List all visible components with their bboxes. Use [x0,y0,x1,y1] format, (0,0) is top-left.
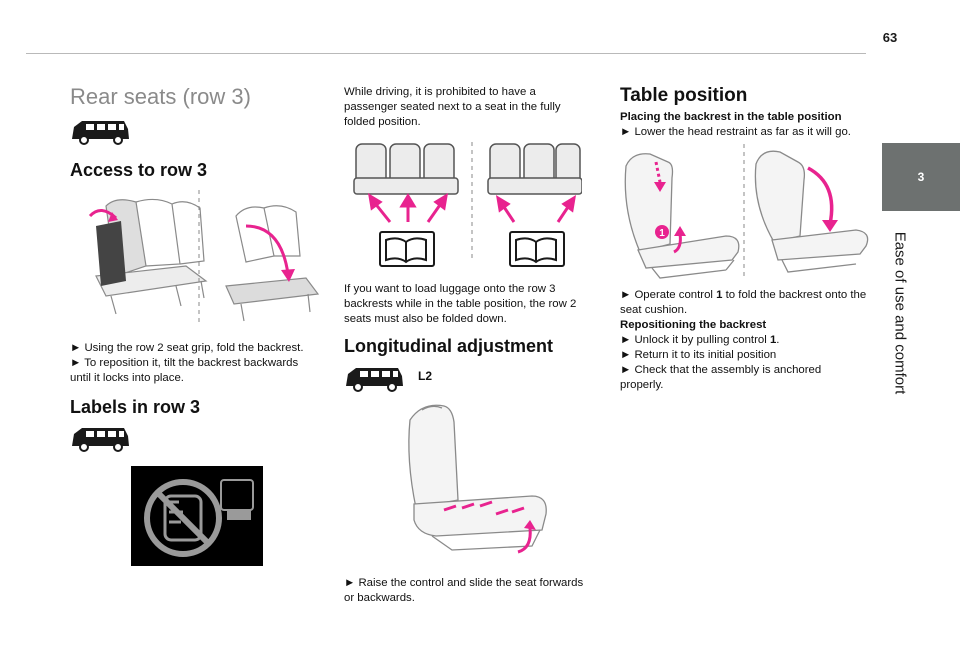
unlock-control: 1 [769,334,777,346]
placing-heading: Placing the backrest in the table positi… [620,111,842,123]
chapter-label: Ease of use and comfort [888,218,912,408]
longitudinal-heading: Longitudinal adjustment [344,336,553,356]
van-icon [72,121,129,145]
access-row3-illustration [88,190,320,326]
control-callout-1: 1 [659,228,665,239]
operate-control: 1 [716,289,723,301]
chapter-label-text: Ease of use and comfort [891,231,909,395]
seat-slide-illustration [408,404,547,554]
chapter-tab[interactable]: 3 [882,143,960,211]
access-heading: Access to row 3 [70,160,208,180]
placing-step-1: ► Lower the head restraint as far as it … [620,126,851,138]
operate-prefix: ► Operate control [620,289,717,301]
table-heading: Table position [620,85,748,106]
section-title: Rear seats (row 3) [70,84,251,109]
warning-text: While driving, it is prohibited to have … [344,86,561,128]
unlock-prefix: ► Unlock it by pulling control [620,334,770,346]
luggage-text: If you want to load luggage onto the row… [344,283,577,325]
access-step-1: ► Using the row 2 seat grip, fold the ba… [70,342,304,354]
table-position-illustration: 1 [624,144,869,279]
repositioning-heading: Repositioning the backrest [620,319,767,331]
page-number: 63 [882,30,898,45]
unlock-suffix: . [776,334,780,346]
access-step-2: ► To reposition it, tilt the backrest ba… [70,357,299,384]
variant-label: L2 [418,369,433,383]
operate-step: ► Operate control 1 to fold the backrest… [620,288,870,318]
unlock-step: ► Unlock it by pulling control 1. [620,333,870,348]
labels-heading: Labels in row 3 [70,397,201,417]
top-rule [26,53,866,54]
van-icon [72,428,129,452]
operate-suffix: to fold the backrest onto the seat cushi… [620,289,867,316]
van-icon [346,368,403,392]
table-position-warning-illustration [353,142,582,267]
slide-text: ► Raise the control and slide the seat f… [344,577,584,604]
return-step: ► Return it to its initial position [620,349,777,361]
row3-warning-label [131,466,263,566]
check-step: ► Check that the assembly is anchored pr… [620,364,822,391]
